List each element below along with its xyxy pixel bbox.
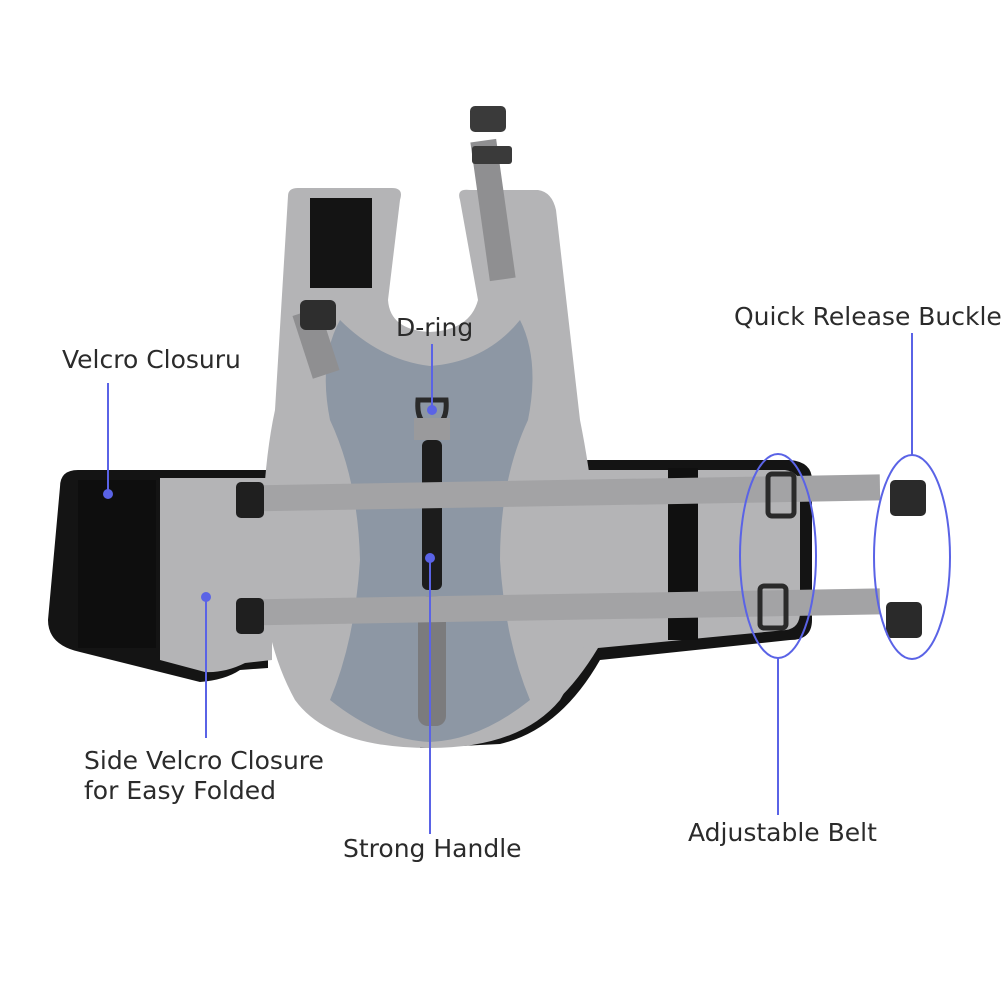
label-side-velcro-line1: Side Velcro Closure [84, 746, 324, 775]
quick-release-buckle-upper [890, 480, 926, 516]
neck-velcro-patch [310, 198, 372, 288]
left-buckle-upper [236, 482, 264, 518]
quick-release-buckle-lower [886, 602, 922, 638]
strong-handle [422, 440, 442, 590]
belt-slider-lower [757, 583, 789, 631]
label-quick-release-buckle: Quick Release Buckle [734, 302, 1001, 331]
belly-strap-lower [249, 588, 881, 626]
callout-velcro [103, 383, 113, 499]
label-velcro-closure: Velcro Closuru [62, 345, 241, 374]
callout-adjustable-belt [739, 453, 817, 815]
velcro-patch-left [78, 480, 156, 648]
neck-buckle [470, 106, 506, 132]
side-neck-buckle [300, 300, 336, 330]
neck-strap [470, 138, 516, 282]
label-adjustable-belt: Adjustable Belt [688, 818, 877, 847]
label-side-velcro-closure: Side Velcro Closure for Easy Folded [84, 746, 324, 806]
belt-slider-upper [765, 471, 797, 519]
belly-strap-upper [249, 474, 881, 512]
callout-side-velcro [201, 592, 211, 738]
callout-quick-release-buckle [873, 333, 951, 660]
d-ring-tab [414, 418, 450, 440]
label-strong-handle: Strong Handle [343, 834, 522, 863]
handle-tab [418, 596, 446, 726]
callout-d-ring [427, 344, 437, 415]
label-side-velcro-line2: for Easy Folded [84, 776, 277, 805]
label-d-ring: D-ring [396, 313, 474, 342]
neck-buckle-slider [472, 146, 512, 164]
left-buckle-lower [236, 598, 264, 634]
callout-strong-handle [425, 553, 435, 834]
